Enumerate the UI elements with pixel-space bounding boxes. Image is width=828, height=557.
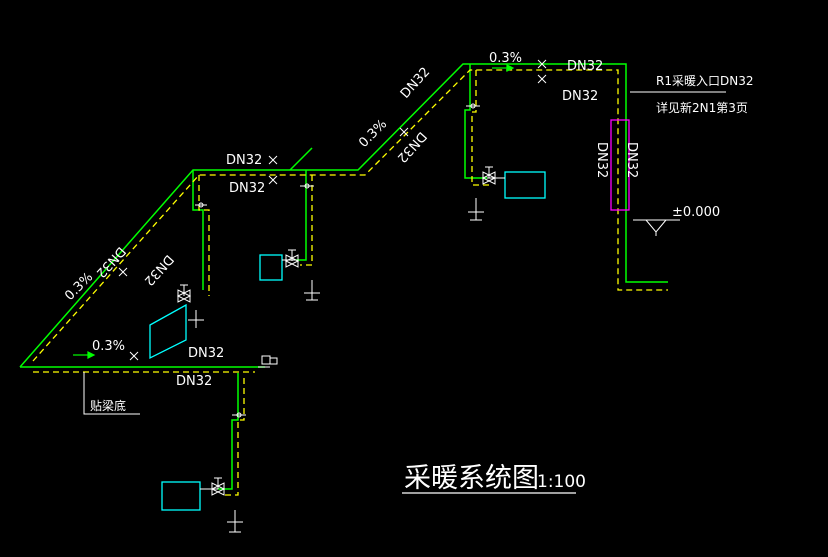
elevation-marker	[633, 219, 680, 236]
pipe-size-label: DN32	[141, 251, 176, 288]
radiator-bottom	[161, 481, 201, 511]
valve-icon	[481, 166, 497, 185]
wall-sleeve	[610, 119, 630, 211]
slope-arrows	[73, 64, 515, 359]
inlet-reference: 详见新2N1第3页	[656, 100, 748, 115]
inlet-valve-icon	[258, 355, 278, 368]
pipe-size-label: DN32	[594, 142, 609, 178]
pipe-size-label: DN32	[567, 59, 603, 74]
valve-icon	[176, 284, 192, 303]
radiator-middle	[259, 254, 283, 281]
beam-note-bracket	[83, 372, 140, 415]
support-marks	[118, 59, 547, 361]
pipe-size-label: DN32	[226, 153, 262, 168]
beam-note: 贴梁底	[90, 398, 126, 413]
radiator-right	[504, 171, 546, 199]
elevation-label: ±0.000	[672, 205, 720, 220]
pipe-size-label: DN32	[562, 89, 598, 104]
supply-pipe-network	[19, 63, 668, 490]
return-pipe-network	[32, 69, 668, 496]
drain-stubs	[188, 198, 484, 533]
pipe-size-label: DN32	[188, 346, 224, 361]
pipe-size-label: DN32	[398, 65, 433, 102]
inlet-note: R1采暖入口DN32	[656, 74, 753, 88]
radiator-left	[149, 303, 187, 360]
diagram-title: 采暖系统图	[404, 463, 539, 494]
valve-icon	[284, 249, 300, 268]
radiator-connections	[200, 177, 505, 490]
radiators	[149, 171, 546, 511]
pipe-size-label: DN32	[394, 128, 429, 165]
riser-valve-icon	[195, 103, 480, 418]
slope-label: 0.3%	[92, 339, 125, 354]
slope-label: 0.3%	[356, 117, 390, 151]
diagram-scale: 1:100	[537, 472, 586, 492]
slope-label: 0.3%	[489, 51, 522, 66]
valve-icon	[210, 477, 226, 496]
pipe-size-label: DN32	[176, 374, 212, 389]
valves	[176, 103, 497, 496]
pipe-size-label: DN32	[229, 181, 265, 196]
pipe-size-label: DN32	[624, 142, 639, 178]
